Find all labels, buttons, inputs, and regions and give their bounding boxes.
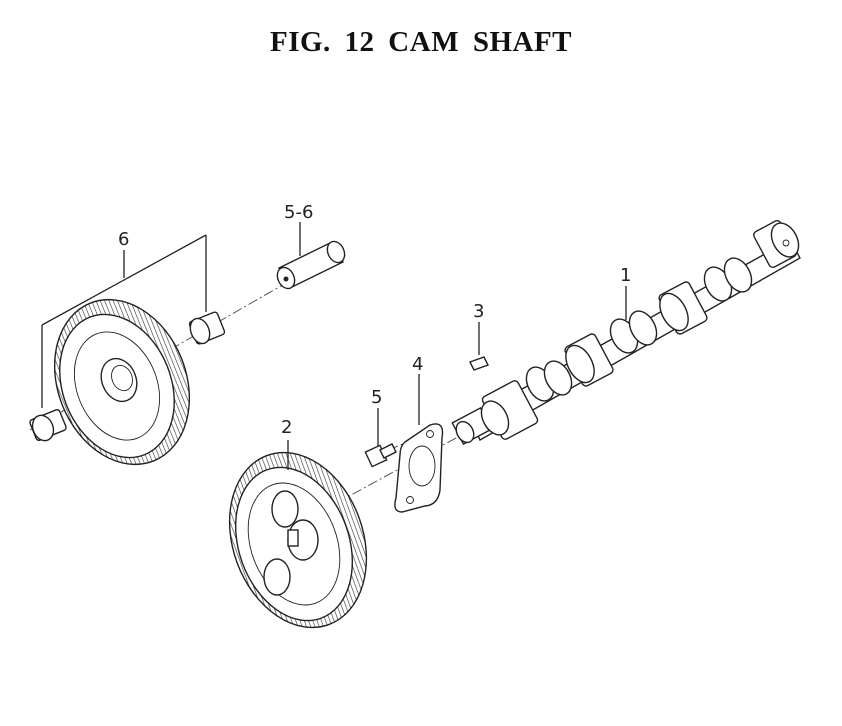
leader-6 <box>41 234 207 408</box>
callout-5: 5 <box>371 387 382 408</box>
figure-title: FIG. 12 CAM SHAFT <box>270 26 572 58</box>
bolt-part-5 <box>364 408 397 468</box>
callout-2: 2 <box>281 417 292 438</box>
callout-1: 1 <box>620 265 631 286</box>
callout-5-6: 5-6 <box>284 202 313 223</box>
bushing-rear-part-6 <box>188 311 226 345</box>
camshaft-gear-part-2 <box>228 440 368 629</box>
callout-6: 6 <box>118 229 129 250</box>
callout-4: 4 <box>412 354 423 375</box>
key-part-3 <box>469 322 489 371</box>
callout-3: 3 <box>473 301 484 322</box>
thrust-plate-part-4 <box>394 374 444 513</box>
bushing-front-part-6 <box>29 409 67 442</box>
idler-gear-part-6 <box>53 298 191 466</box>
camshaft-part-1 <box>451 220 801 446</box>
idler-shaft-part-5-6 <box>276 222 346 290</box>
